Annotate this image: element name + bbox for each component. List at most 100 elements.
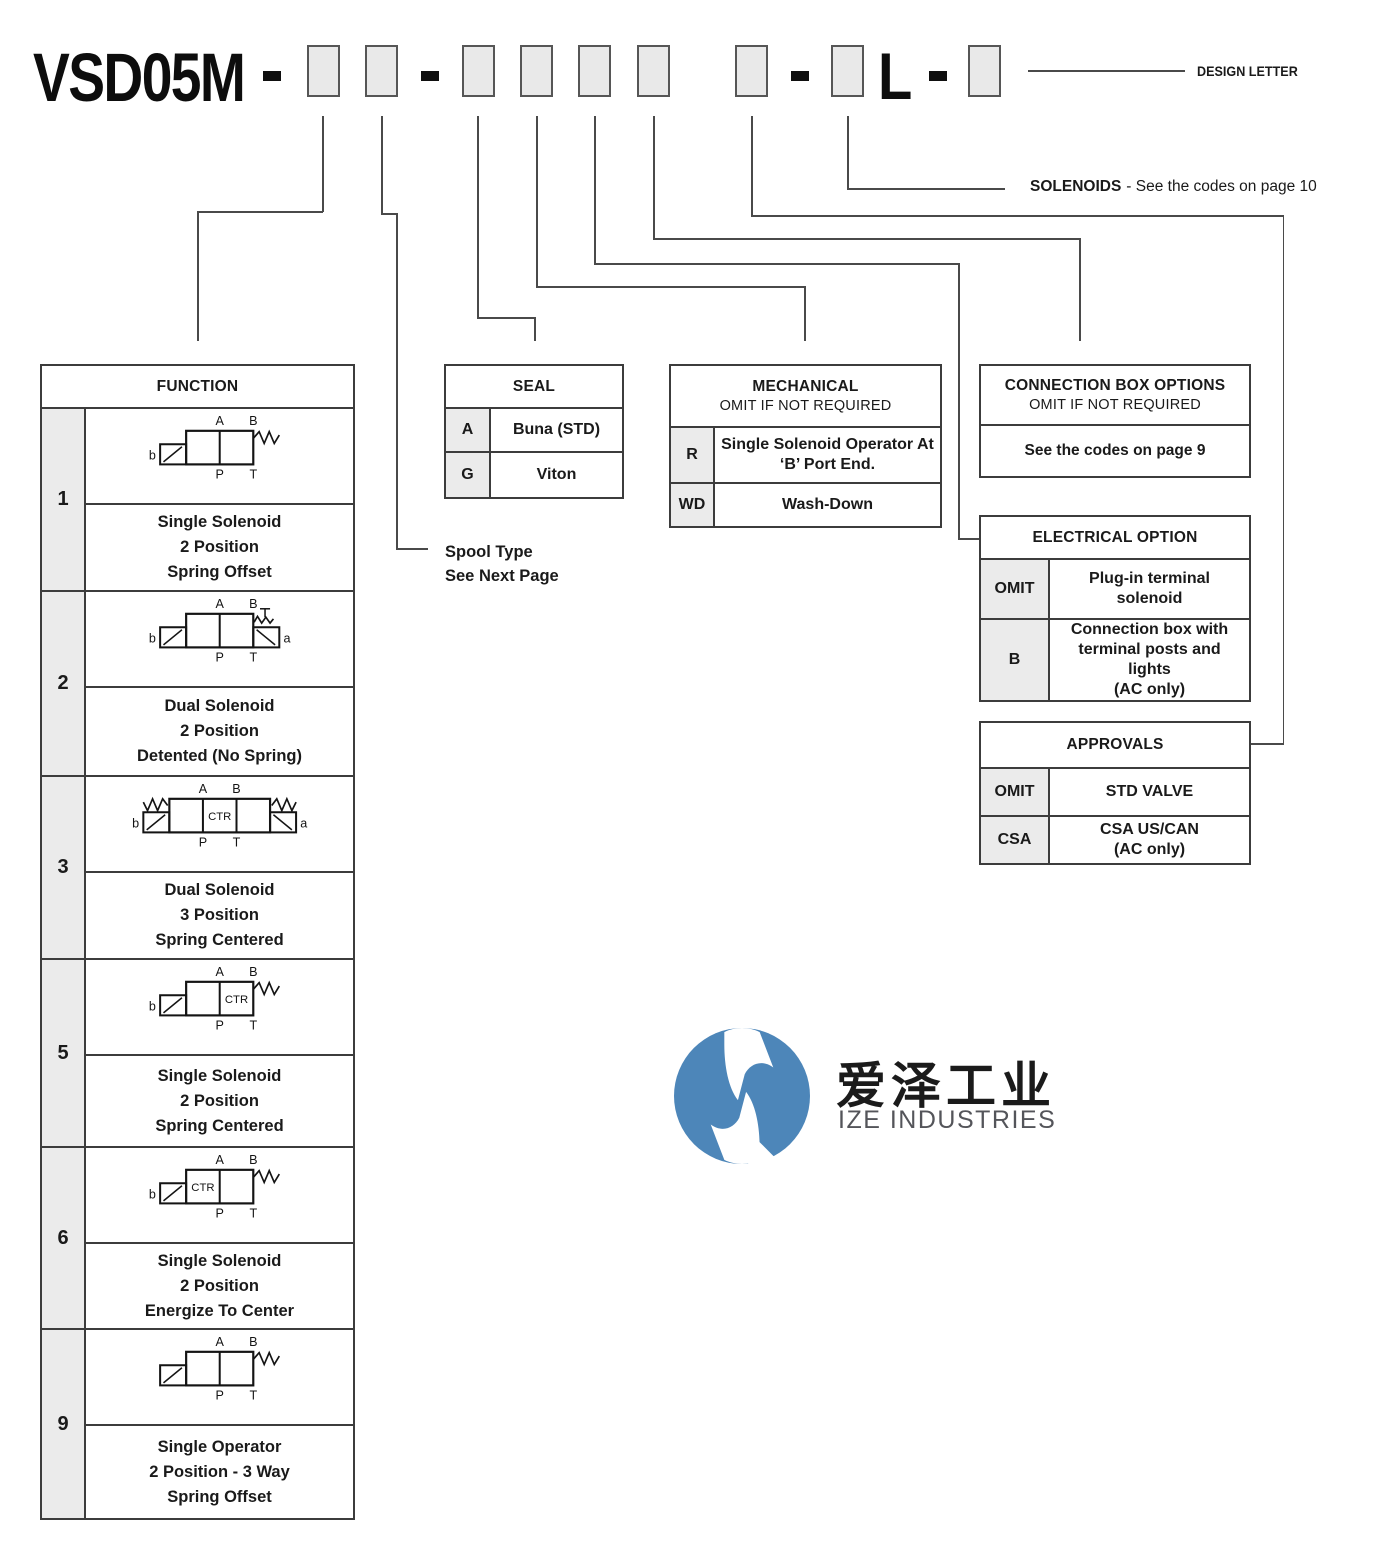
svg-text:P: P — [215, 468, 223, 482]
connector-approvals — [751, 215, 1284, 217]
svg-text:T: T — [249, 1207, 257, 1221]
svg-text:B: B — [249, 414, 257, 428]
seal-table-title: SEAL — [446, 366, 622, 409]
svg-text:B: B — [232, 782, 240, 796]
svg-text:b: b — [149, 448, 156, 462]
dash-separator — [263, 71, 281, 81]
svg-text:b: b — [149, 1187, 156, 1201]
mechanical-code: WD — [671, 484, 715, 526]
mechanical-row-r: R Single Solenoid Operator At ‘B’ Port E… — [671, 428, 940, 484]
logo-english-text: IZE INDUSTRIES — [838, 1106, 1057, 1134]
code-box-seal — [462, 45, 495, 97]
connector-spool — [381, 213, 398, 215]
connector-seal — [477, 116, 479, 318]
connector-function — [197, 211, 323, 213]
function-desc: Dual Solenoid 2 Position Detented (No Sp… — [137, 697, 302, 765]
dash-separator — [929, 71, 947, 81]
seal-row-a: A Buna (STD) — [446, 409, 622, 453]
code-box-spool — [365, 45, 398, 97]
electrical-code: B — [981, 620, 1050, 700]
seal-desc: Buna (STD) — [512, 421, 601, 438]
svg-text:B: B — [249, 597, 257, 611]
connector-connection-box — [653, 116, 655, 239]
electrical-table: ELECTRICAL OPTION OMIT Plug-in terminal … — [979, 515, 1251, 702]
electrical-code: OMIT — [981, 560, 1050, 618]
solenoids-note: SOLENOIDS- See the codes on page 10 — [1030, 178, 1317, 196]
code-box-connection — [637, 45, 670, 97]
approvals-code: CSA — [981, 817, 1050, 863]
svg-text:b: b — [132, 816, 139, 830]
connector-function — [197, 211, 199, 341]
connector-seal — [477, 317, 536, 319]
svg-text:A: A — [215, 965, 224, 979]
connector-mechanical — [804, 286, 806, 341]
mechanical-table-subtitle: OMIT IF NOT REQUIRED — [719, 398, 892, 414]
seal-code: G — [446, 453, 491, 497]
electrical-desc: Connection box with terminal posts and l… — [1070, 621, 1229, 698]
dash-separator — [791, 71, 809, 81]
mechanical-table-header: MECHANICAL OMIT IF NOT REQUIRED — [671, 366, 940, 428]
function-desc: Single Solenoid 2 Position Energize To C… — [144, 1251, 295, 1320]
connector-mechanical — [536, 286, 806, 288]
spool-type-note: Spool Type See Next Page — [445, 540, 559, 588]
connector-spool — [381, 116, 383, 214]
svg-text:A: A — [199, 782, 208, 796]
connection-box-header: CONNECTION BOX OPTIONS OMIT IF NOT REQUI… — [981, 366, 1249, 426]
approvals-code: OMIT — [981, 769, 1050, 815]
mechanical-code: R — [671, 428, 715, 482]
svg-text:CTR: CTR — [225, 994, 248, 1006]
mechanical-desc: Wash-Down — [782, 496, 873, 513]
connector-electrical — [594, 263, 960, 265]
function-code: 9 — [42, 1330, 86, 1518]
connector-approvals — [1282, 215, 1284, 745]
svg-text:A: A — [215, 597, 224, 611]
approvals-table: APPROVALS OMIT STD VALVE CSA CSA US/CAN … — [979, 721, 1251, 865]
design-letter-label: DESIGN LETTER — [1197, 63, 1298, 79]
connector-electrical — [594, 116, 596, 264]
function-desc: Single Solenoid 2 Position Spring Offset — [157, 513, 282, 581]
ize-logo-icon — [674, 1028, 810, 1164]
svg-text:a: a — [283, 631, 290, 645]
mechanical-row-wd: WD Wash-Down — [671, 484, 940, 526]
svg-text:T: T — [249, 468, 257, 482]
function-code: 2 — [42, 592, 86, 775]
svg-text:T: T — [249, 1389, 257, 1403]
svg-text:B: B — [249, 965, 257, 979]
code-box-mechanical — [520, 45, 553, 97]
function-desc: Dual Solenoid 3 Position Spring Centered — [155, 881, 284, 949]
connector-electrical — [958, 263, 960, 539]
mechanical-desc: Single Solenoid Operator At ‘B’ Port End… — [721, 436, 934, 473]
logo-chinese-text: 爱泽工业 — [836, 1058, 1056, 1114]
seal-desc: Viton — [536, 466, 577, 483]
connector-solenoids — [847, 116, 849, 189]
connection-box-title: CONNECTION BOX OPTIONS — [1004, 377, 1226, 394]
svg-text:P: P — [215, 651, 223, 665]
function-table-title: FUNCTION — [42, 366, 353, 409]
svg-text:A: A — [215, 414, 224, 428]
connector-electrical — [958, 538, 980, 540]
svg-text:T: T — [232, 836, 240, 850]
svg-text:B: B — [249, 1153, 257, 1167]
code-box-solenoid — [831, 45, 864, 97]
connector-function — [322, 116, 324, 212]
spool-type-line2: See Next Page — [445, 567, 559, 585]
connector-spool — [396, 548, 428, 550]
design-letter-line — [1028, 70, 1185, 72]
connector-seal — [534, 317, 536, 341]
svg-text:B: B — [249, 1335, 257, 1349]
code-box-design-letter — [968, 45, 1001, 97]
spool-type-line1: Spool Type — [445, 543, 533, 561]
